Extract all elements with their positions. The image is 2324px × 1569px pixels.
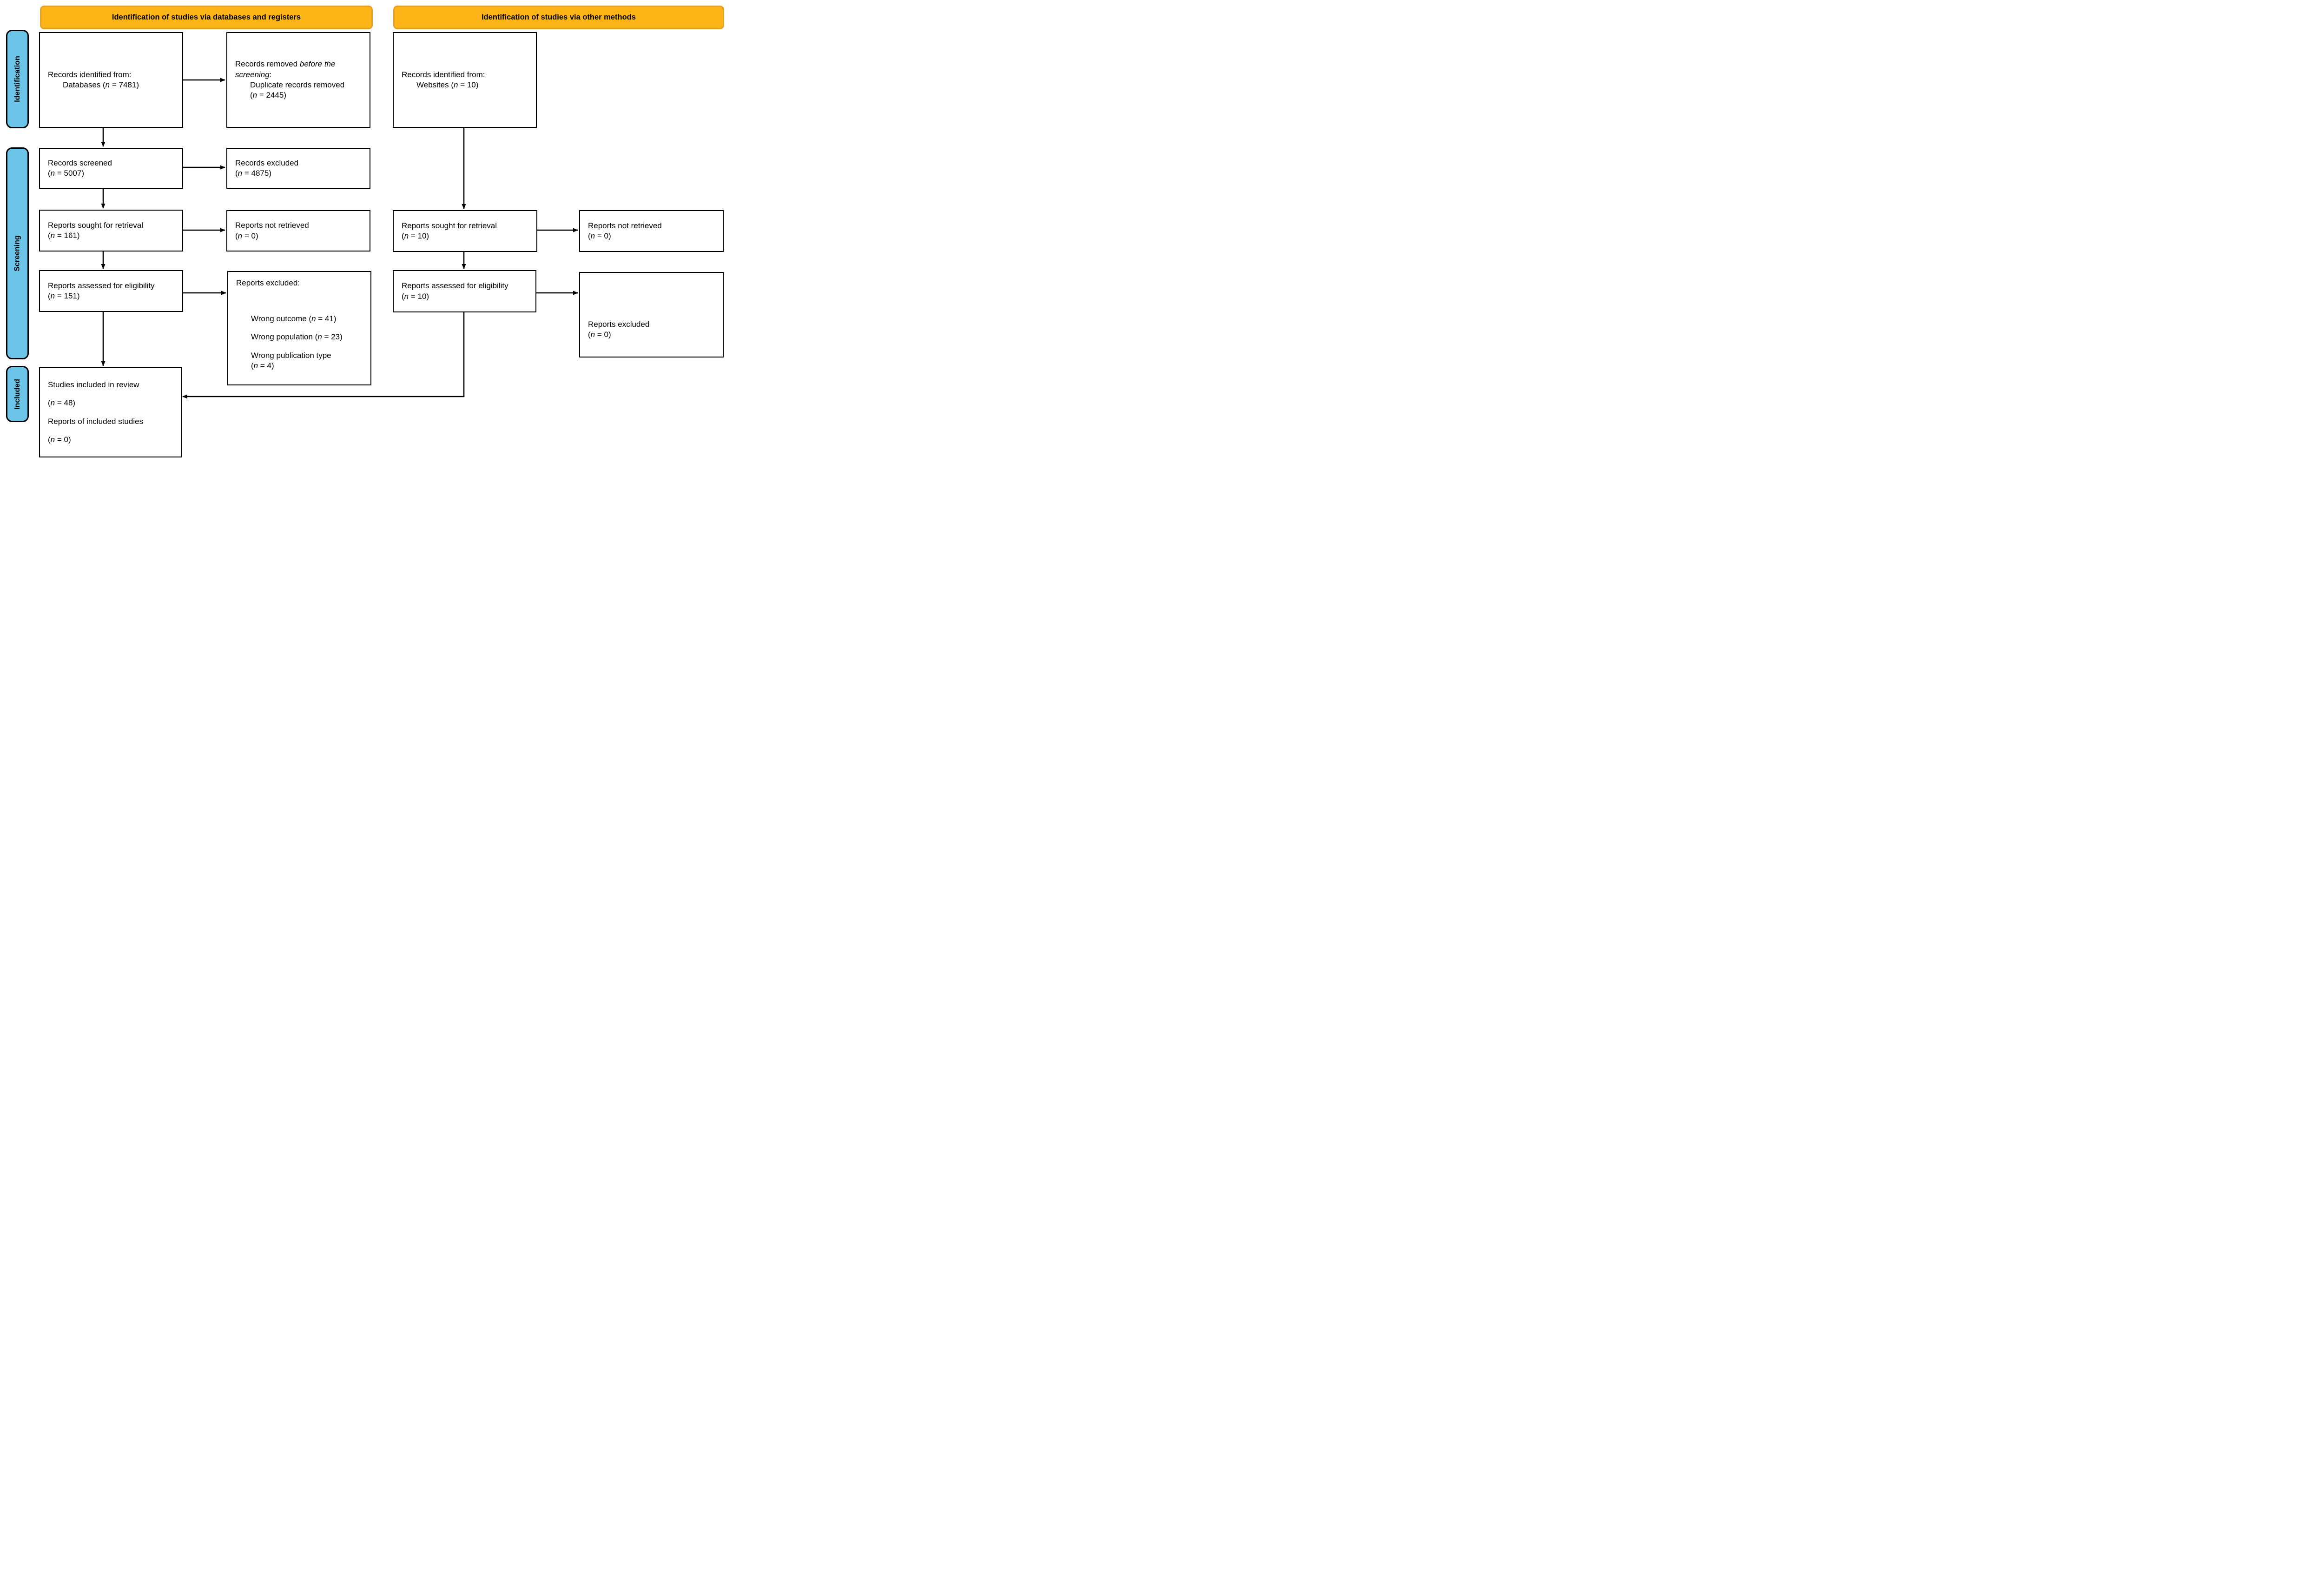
box-reports-sought-databases-text: Reports sought for retrieval(n = 161): [48, 220, 144, 240]
box-reports-sought-databases: Reports sought for retrieval(n = 161): [39, 210, 183, 252]
prisma-flow-diagram: Identification of studies via databases …: [0, 0, 729, 462]
box-reports-not-retrieved-other-text: Reports not retrieved(n = 0): [588, 221, 662, 240]
box-reports-excluded-reasons-text: Reports excluded:Wrong outcome (n = 41)W…: [236, 278, 343, 371]
box-records-identified-websites-text: Records identified from:Websites (n = 10…: [402, 70, 485, 89]
box-reports-assessed-other-text: Reports assessed for eligibility(n = 10): [402, 281, 508, 301]
box-reports-excluded-other-text: Reports excluded(n = 0): [588, 320, 650, 339]
box-reports-not-retrieved-other: Reports not retrieved(n = 0): [579, 210, 724, 252]
box-records-identified-databases: Records identified from:Databases (n = 7…: [39, 32, 183, 128]
box-records-screened-text: Records screened(n = 5007): [48, 158, 112, 178]
box-records-identified-databases-text: Records identified from:Databases (n = 7…: [48, 70, 139, 89]
box-records-screened: Records screened(n = 5007): [39, 148, 183, 189]
box-reports-excluded-other: Reports excluded(n = 0): [579, 272, 724, 357]
box-reports-excluded-reasons: Reports excluded:Wrong outcome (n = 41)W…: [227, 271, 371, 385]
box-reports-not-retrieved-databases-text: Reports not retrieved(n = 0): [235, 221, 309, 240]
box-studies-included-text: Studies included in review(n = 48)Report…: [48, 380, 144, 444]
box-reports-assessed-other: Reports assessed for eligibility(n = 10): [393, 270, 536, 312]
stage-tab-screening-label: Screening: [13, 235, 21, 271]
box-reports-sought-other-text: Reports sought for retrieval(n = 10): [402, 221, 497, 240]
stage-tab-included-label: Included: [13, 378, 21, 410]
box-reports-sought-other: Reports sought for retrieval(n = 10): [393, 210, 537, 252]
stage-tab-included: Included: [6, 366, 29, 422]
box-studies-included: Studies included in review(n = 48)Report…: [39, 367, 182, 457]
box-reports-assessed-databases: Reports assessed for eligibility(n = 151…: [39, 270, 183, 312]
box-records-identified-websites: Records identified from:Websites (n = 10…: [393, 32, 537, 128]
box-records-excluded: Records excluded(n = 4875): [226, 148, 370, 189]
box-reports-not-retrieved-databases: Reports not retrieved(n = 0): [226, 210, 370, 252]
header-databases-registers: Identification of studies via databases …: [40, 6, 373, 29]
stage-tab-identification-label: Identification: [13, 56, 21, 102]
stage-tab-screening: Screening: [6, 147, 29, 359]
box-records-excluded-text: Records excluded(n = 4875): [235, 158, 299, 178]
box-reports-assessed-databases-text: Reports assessed for eligibility(n = 151…: [48, 281, 155, 300]
header-other-methods: Identification of studies via other meth…: [393, 6, 724, 29]
stage-tab-identification: Identification: [6, 30, 29, 128]
